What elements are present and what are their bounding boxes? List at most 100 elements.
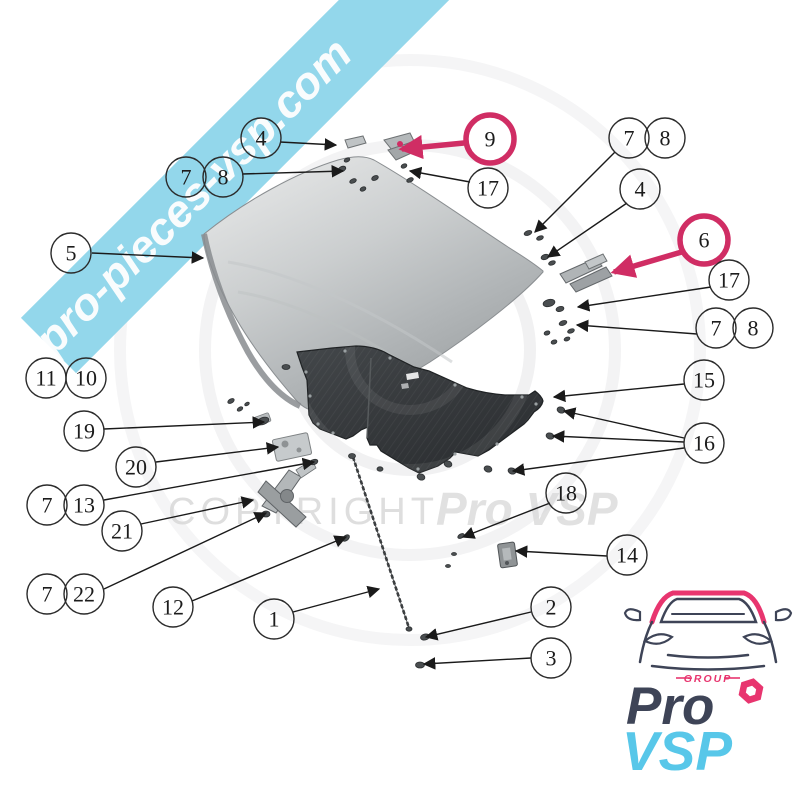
callout-8[interactable]: 8 [732,307,774,349]
leader-arrow [191,535,348,602]
fastener-part [343,157,351,163]
leader-arrow [546,202,628,258]
callout-circle[interactable] [65,357,107,399]
callout-circle[interactable] [202,156,244,198]
callout-circle[interactable] [50,232,92,274]
callout-circle[interactable] [695,307,737,349]
callout-2[interactable]: 2 [530,586,572,628]
callout-circle[interactable] [677,213,731,267]
callout-1[interactable]: 1 [253,598,295,640]
callout-11[interactable]: 11 [25,357,67,399]
fastener-part [556,406,566,414]
callout-13[interactable]: 13 [63,484,105,526]
leader-arrow [514,545,608,558]
callout-8[interactable]: 8 [644,117,686,159]
callout-circle[interactable] [608,117,650,159]
callout-number: 7 [711,316,722,341]
callout-circle[interactable] [63,484,105,526]
fastener-part [536,235,544,241]
callout-circle[interactable] [530,586,572,628]
fastener-part [349,178,357,184]
leader-arrow [241,165,345,178]
callout-circle[interactable] [26,484,68,526]
callout-number: 20 [125,455,147,480]
callout-circle[interactable] [683,359,725,401]
fastener-part [281,364,291,370]
callout-number: 4 [635,177,646,202]
callout-8[interactable]: 8 [202,156,244,198]
callout-19[interactable]: 19 [63,410,105,452]
callout-21[interactable]: 21 [101,510,143,552]
logo-group-text: GROUP [684,673,733,685]
callout-circle[interactable] [463,112,517,166]
callout-number: 7 [42,493,53,518]
callout-circle[interactable] [606,534,648,576]
callout-6[interactable]: 6 [677,213,731,267]
callout-circle[interactable] [708,259,750,301]
callout-number: 15 [693,368,715,393]
callout-number: 11 [35,366,56,391]
callout-number: 10 [75,366,97,391]
callout-15[interactable]: 15 [683,359,725,401]
site-banner-ribbon [20,0,671,374]
callout-7[interactable]: 7 [608,117,650,159]
fastener-part [236,406,244,412]
leader-arrow [551,430,685,443]
callout-circle[interactable] [101,510,143,552]
provsp-logo: GROUP Pro VSP [622,590,793,782]
fastener-part [451,552,457,556]
callout-7[interactable]: 7 [165,156,207,198]
callout-circle[interactable] [530,637,572,679]
callout-5[interactable]: 5 [50,232,92,274]
callout-17[interactable]: 17 [708,259,750,301]
fastener-part [550,339,558,345]
callout-9[interactable]: 9 [463,112,517,166]
callout-circle[interactable] [63,573,105,615]
callout-circle[interactable] [240,117,282,159]
copyright-watermark: COPYRIGHT Pro VSP [168,483,618,535]
callout-circle[interactable] [732,307,774,349]
callout-12[interactable]: 12 [152,586,194,628]
highlight-arrow [610,248,686,278]
callout-circle[interactable] [165,156,207,198]
callout-circle[interactable] [683,422,725,464]
logo-car-mirror-left [623,608,642,622]
callout-circle[interactable] [63,410,105,452]
callout-10[interactable]: 10 [65,357,107,399]
callout-17[interactable]: 17 [467,167,509,209]
logo-car-outline [623,590,793,671]
callout-circle[interactable] [545,472,587,514]
callout-7[interactable]: 7 [26,484,68,526]
leader-arrow [552,383,685,403]
fastener-part [244,401,250,407]
callout-number: 5 [66,241,77,266]
insulation-panel-slot [406,372,419,380]
callout-number: 14 [616,543,638,568]
leader-arrow [575,319,698,335]
callout-4[interactable]: 4 [619,168,661,210]
callout-number: 7 [42,582,53,607]
callout-circle[interactable] [619,168,661,210]
callout-7[interactable]: 7 [695,307,737,349]
callout-20[interactable]: 20 [115,446,157,488]
callout-circle[interactable] [26,573,68,615]
callout-4[interactable]: 4 [240,117,282,159]
leader-arrow [155,442,280,463]
logo-car-headlight-right [742,633,774,645]
callout-circle[interactable] [644,117,686,159]
callout-circle[interactable] [115,446,157,488]
leader-arrow [424,611,532,641]
insulation-panel-rivets [304,349,538,471]
callout-number: 8 [660,126,671,151]
copyright-watermark-text: COPYRIGHT [168,491,439,533]
callout-16[interactable]: 16 [683,422,725,464]
callout-circle[interactable] [467,167,509,209]
callout-22[interactable]: 22 [63,573,105,615]
callout-3[interactable]: 3 [530,637,572,679]
callout-18[interactable]: 18 [545,472,587,514]
callout-14[interactable]: 14 [606,534,648,576]
callout-circle[interactable] [253,598,295,640]
callout-circle[interactable] [152,586,194,628]
callout-7[interactable]: 7 [26,573,68,615]
